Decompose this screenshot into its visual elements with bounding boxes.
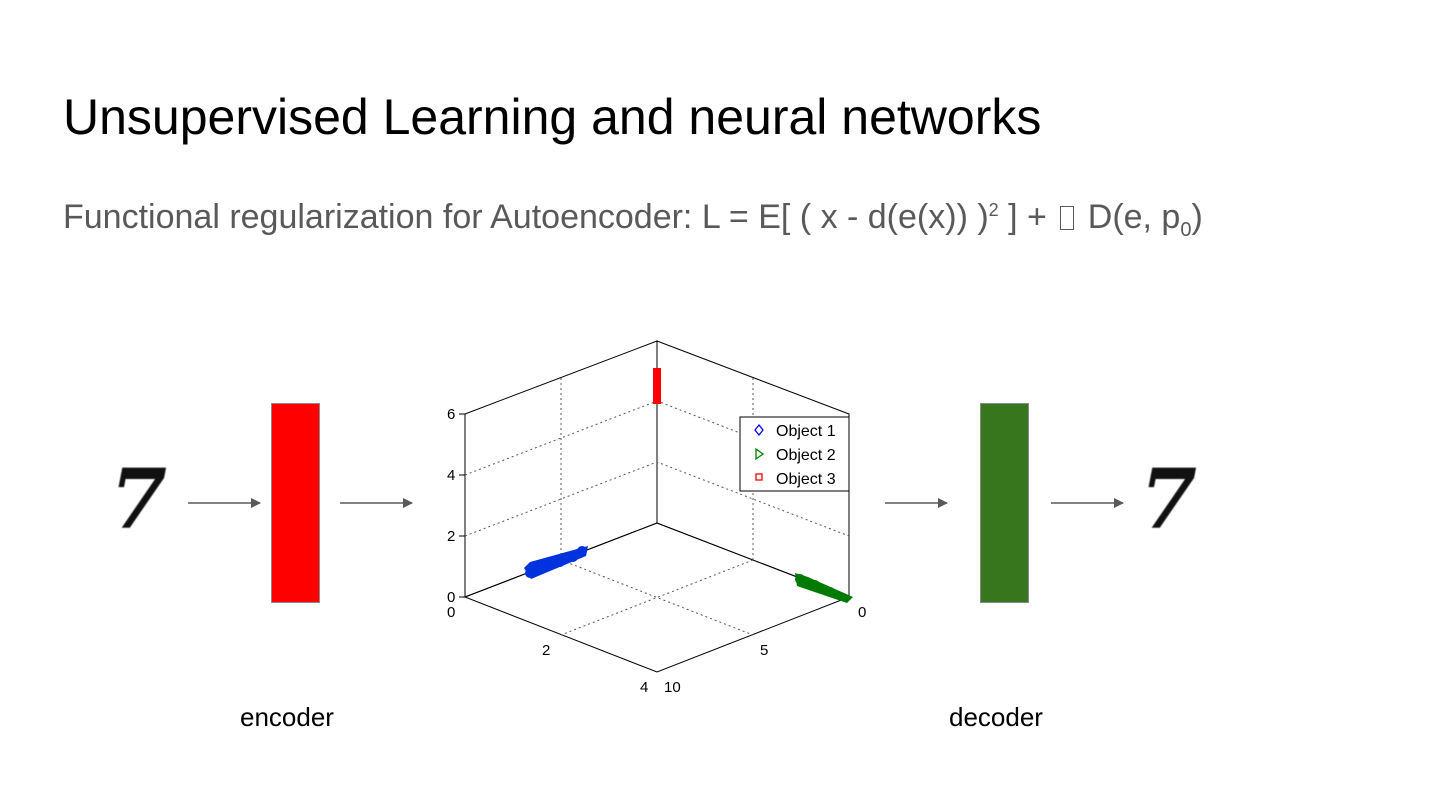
formula-subscript: 0 bbox=[1180, 219, 1192, 241]
output-digit-image: 7 bbox=[1140, 452, 1198, 548]
encoder-block bbox=[271, 403, 320, 603]
object-1-cluster bbox=[524, 546, 588, 579]
object-2-cluster bbox=[795, 573, 853, 603]
object-3-cluster bbox=[653, 368, 661, 404]
y-tick-0: 0 bbox=[858, 604, 866, 621]
formula-middle: ] + bbox=[998, 198, 1057, 236]
y-tick-10: 10 bbox=[664, 679, 681, 696]
latent-3d-scatter-plot: 0 2 4 6 0 2 4 0 5 10 bbox=[447, 340, 866, 696]
chart-legend: Object 1 Object 2 Object 3 bbox=[739, 416, 850, 492]
decoder-block bbox=[980, 403, 1029, 603]
legend-object-1: Object 1 bbox=[776, 423, 836, 440]
formula-exponent: 2 bbox=[988, 200, 999, 220]
x-tick-0: 0 bbox=[447, 604, 455, 621]
formula-suffix-end: ) bbox=[1191, 198, 1203, 236]
z-tick-4: 4 bbox=[447, 467, 455, 484]
formula-suffix-start: D(e, p bbox=[1078, 198, 1181, 236]
encoder-label: encoder bbox=[240, 702, 334, 732]
y-tick-5: 5 bbox=[760, 642, 768, 659]
missing-glyph-icon bbox=[1060, 206, 1075, 230]
input-digit-image: 7 bbox=[110, 452, 168, 548]
formula-text: Functional regularization for Autoencode… bbox=[63, 198, 1203, 242]
z-axis-ticks bbox=[459, 413, 465, 598]
z-tick-0: 0 bbox=[447, 589, 455, 606]
z-tick-2: 2 bbox=[447, 528, 455, 545]
legend-square-icon bbox=[755, 473, 763, 481]
legend-diamond-icon bbox=[754, 423, 764, 437]
formula-prefix: Functional regularization for Autoencode… bbox=[63, 198, 989, 236]
x-tick-2: 2 bbox=[542, 642, 550, 659]
z-tick-6: 6 bbox=[447, 406, 455, 423]
legend-object-2: Object 2 bbox=[776, 447, 836, 464]
slide-title: Unsupervised Learning and neural network… bbox=[63, 89, 1042, 145]
legend-triangle-icon bbox=[755, 447, 765, 461]
decoder-label: decoder bbox=[949, 702, 1043, 732]
x-tick-4: 4 bbox=[640, 679, 648, 696]
legend-object-3: Object 3 bbox=[776, 471, 836, 488]
